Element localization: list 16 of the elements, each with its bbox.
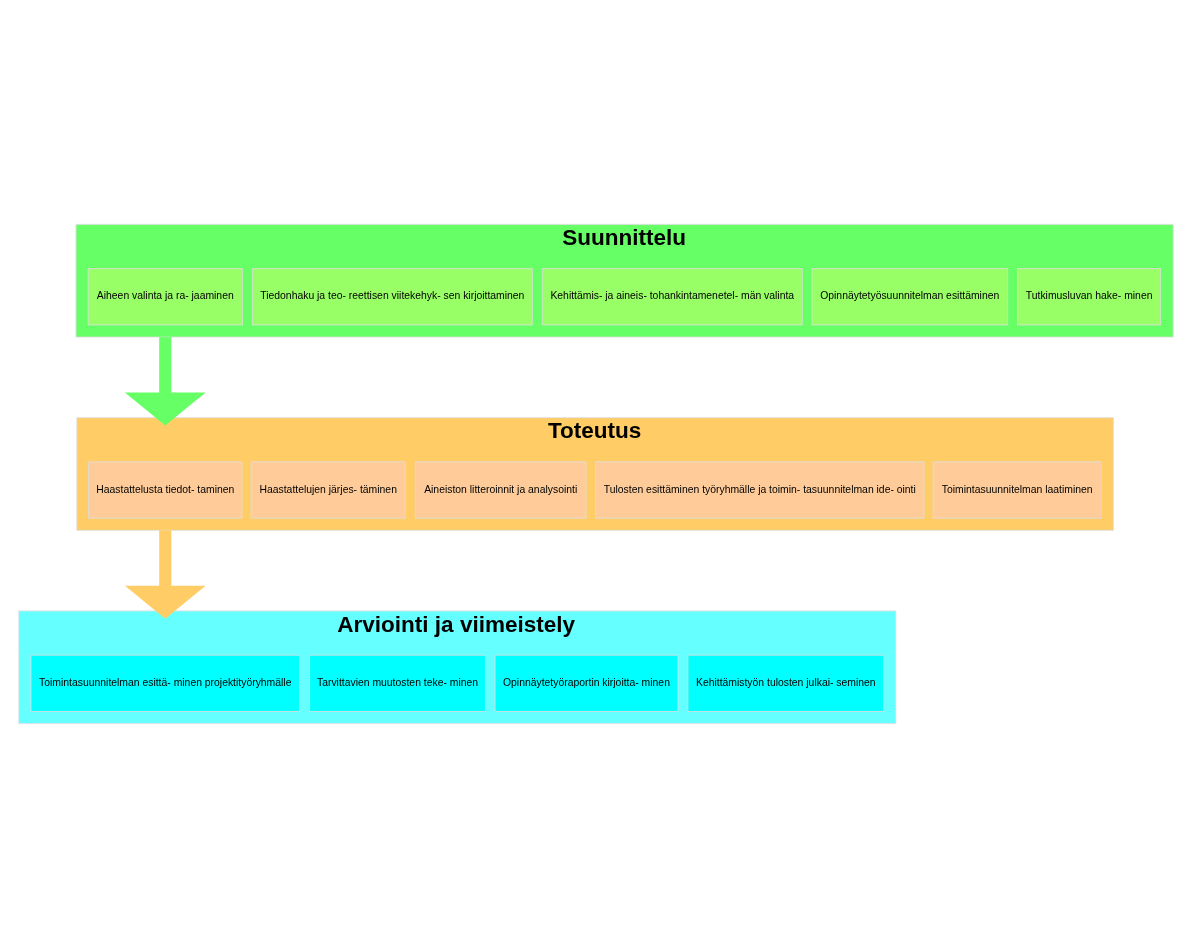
node-box: Opinnäytetyösuunnitelman esittäminen xyxy=(811,267,1009,325)
node-box: Aiheen valinta ja ra- jaaminen xyxy=(87,267,243,325)
node-box: Tutkimusluvan hake- minen xyxy=(1017,267,1162,325)
arrow xyxy=(124,336,206,425)
node-box: Toimintasuunnitelman esittä- minen projektityöryhmälle xyxy=(30,654,301,712)
node-box: Aineiston litteroinnit ja analysointi xyxy=(414,460,587,519)
node-box: Kehittämis- ja aineis- tohankintamenetel- män valinta xyxy=(541,267,803,325)
node-box: Toimintasuunnitelman laatiminen xyxy=(932,460,1102,519)
node-box: Haastattelujen järjes- täminen xyxy=(250,460,406,519)
arrow xyxy=(124,529,206,619)
node-box: Tarvittavien muutosten teke- minen xyxy=(309,654,486,712)
node-box: Tiedonhaku ja teo- reettisen viitekehyk- sen kirjoittaminen xyxy=(251,267,533,325)
node-box: Haastattelusta tiedot- taminen xyxy=(88,460,243,519)
node-box: Opinnäytetyöraportin kirjoitta- minen xyxy=(494,654,679,712)
node-box: Kehittämistyön tulosten julkai- seminen xyxy=(687,654,885,712)
node-box: Tulosten esittäminen työryhmälle ja toimin- tasuunnitelman ide- ointi xyxy=(595,460,925,519)
